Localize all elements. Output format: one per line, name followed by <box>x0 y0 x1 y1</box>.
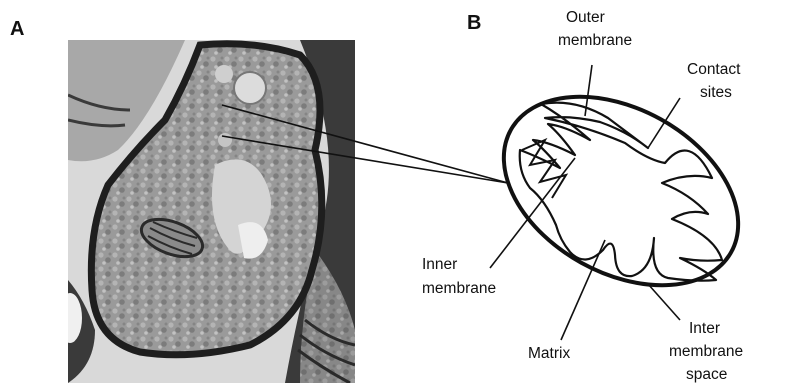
svg-text:membrane: membrane <box>558 32 632 49</box>
label-intermembrane-space: Inter membrane space <box>669 320 743 383</box>
svg-text:Outer: Outer <box>566 9 605 26</box>
svg-text:Inter: Inter <box>689 320 720 337</box>
svg-text:Inner: Inner <box>422 256 457 273</box>
svg-text:sites: sites <box>700 84 732 101</box>
micrograph-panel <box>58 40 355 383</box>
svg-text:membrane: membrane <box>669 343 743 360</box>
label-inner-membrane: Inner membrane <box>422 256 496 297</box>
svg-text:Contact: Contact <box>687 61 741 78</box>
svg-text:space: space <box>686 366 727 383</box>
label-contact-sites: Contact sites <box>687 61 741 101</box>
label-matrix: Matrix <box>528 345 570 362</box>
svg-text:membrane: membrane <box>422 280 496 297</box>
svg-text:Matrix: Matrix <box>528 345 570 362</box>
label-outer-membrane: Outer membrane <box>558 9 632 49</box>
